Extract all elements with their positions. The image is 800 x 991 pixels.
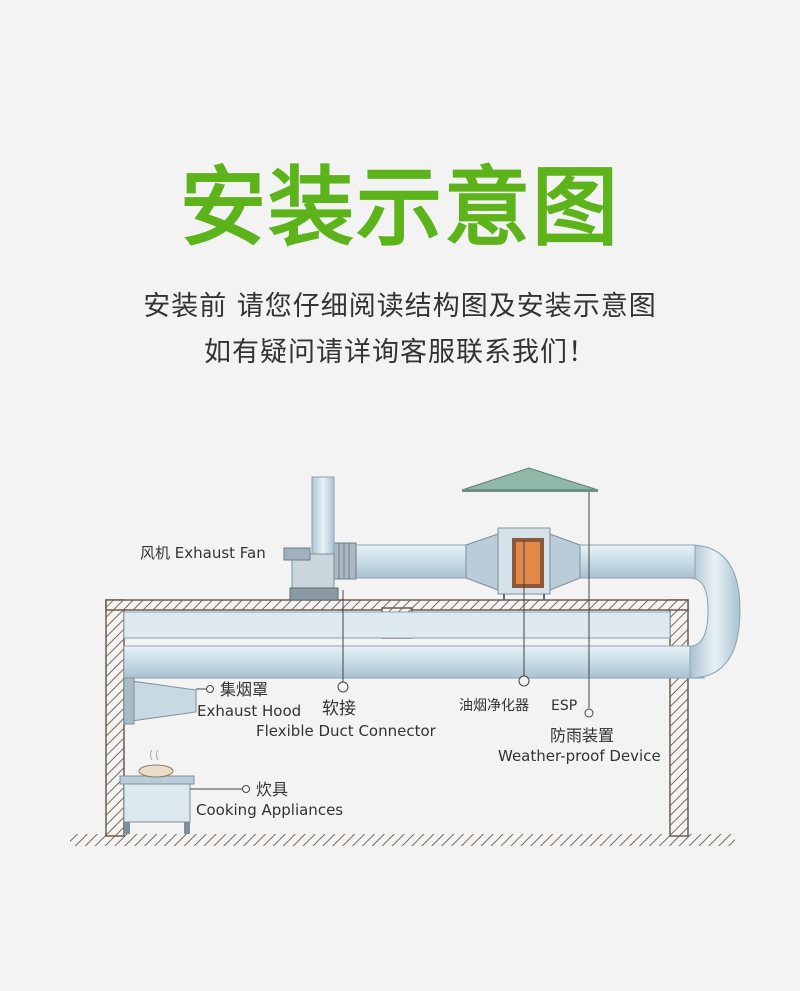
- ceiling-duct: [123, 611, 671, 639]
- hood-label-en: Exhaust Hood: [197, 702, 301, 720]
- exhaust-fan: [283, 476, 339, 601]
- flexible-connector: [333, 542, 357, 580]
- leader-lines: [190, 492, 594, 793]
- left-wall: [105, 599, 125, 837]
- connector-label-en: Flexible Duct Connector: [256, 722, 437, 740]
- u-bend-duct: [689, 544, 741, 679]
- esp-label-en: ESP: [551, 698, 577, 714]
- page-title: 安装示意图: [180, 158, 620, 258]
- esp-label-cn: 油烟净化器: [459, 698, 529, 714]
- cooking-appliance: [119, 749, 195, 834]
- cooker-label-cn: 炊具: [256, 780, 288, 799]
- connector-label-cn: 软接: [322, 699, 356, 719]
- ground: [70, 834, 735, 846]
- cooker-label-en: Cooking Appliances: [196, 801, 343, 819]
- exhaust-fan-label: 风机 Exhaust Fan: [140, 544, 266, 562]
- right-wall: [669, 599, 689, 837]
- exhaust-hood: [123, 677, 197, 725]
- subtitle-line-1: 安装前 请您仔细阅读结构图及安装示意图: [143, 291, 657, 322]
- weather-label-en: Weather-proof Device: [498, 747, 661, 765]
- hood-label-cn: 集烟罩: [220, 680, 268, 699]
- weather-proof-cap: [461, 467, 599, 492]
- esp-unit: [465, 527, 581, 600]
- subtitle-line-2: 如有疑问请详询客服联系我们！: [204, 337, 596, 368]
- weather-label-cn: 防雨装置: [550, 726, 614, 745]
- main-duct: [123, 645, 705, 679]
